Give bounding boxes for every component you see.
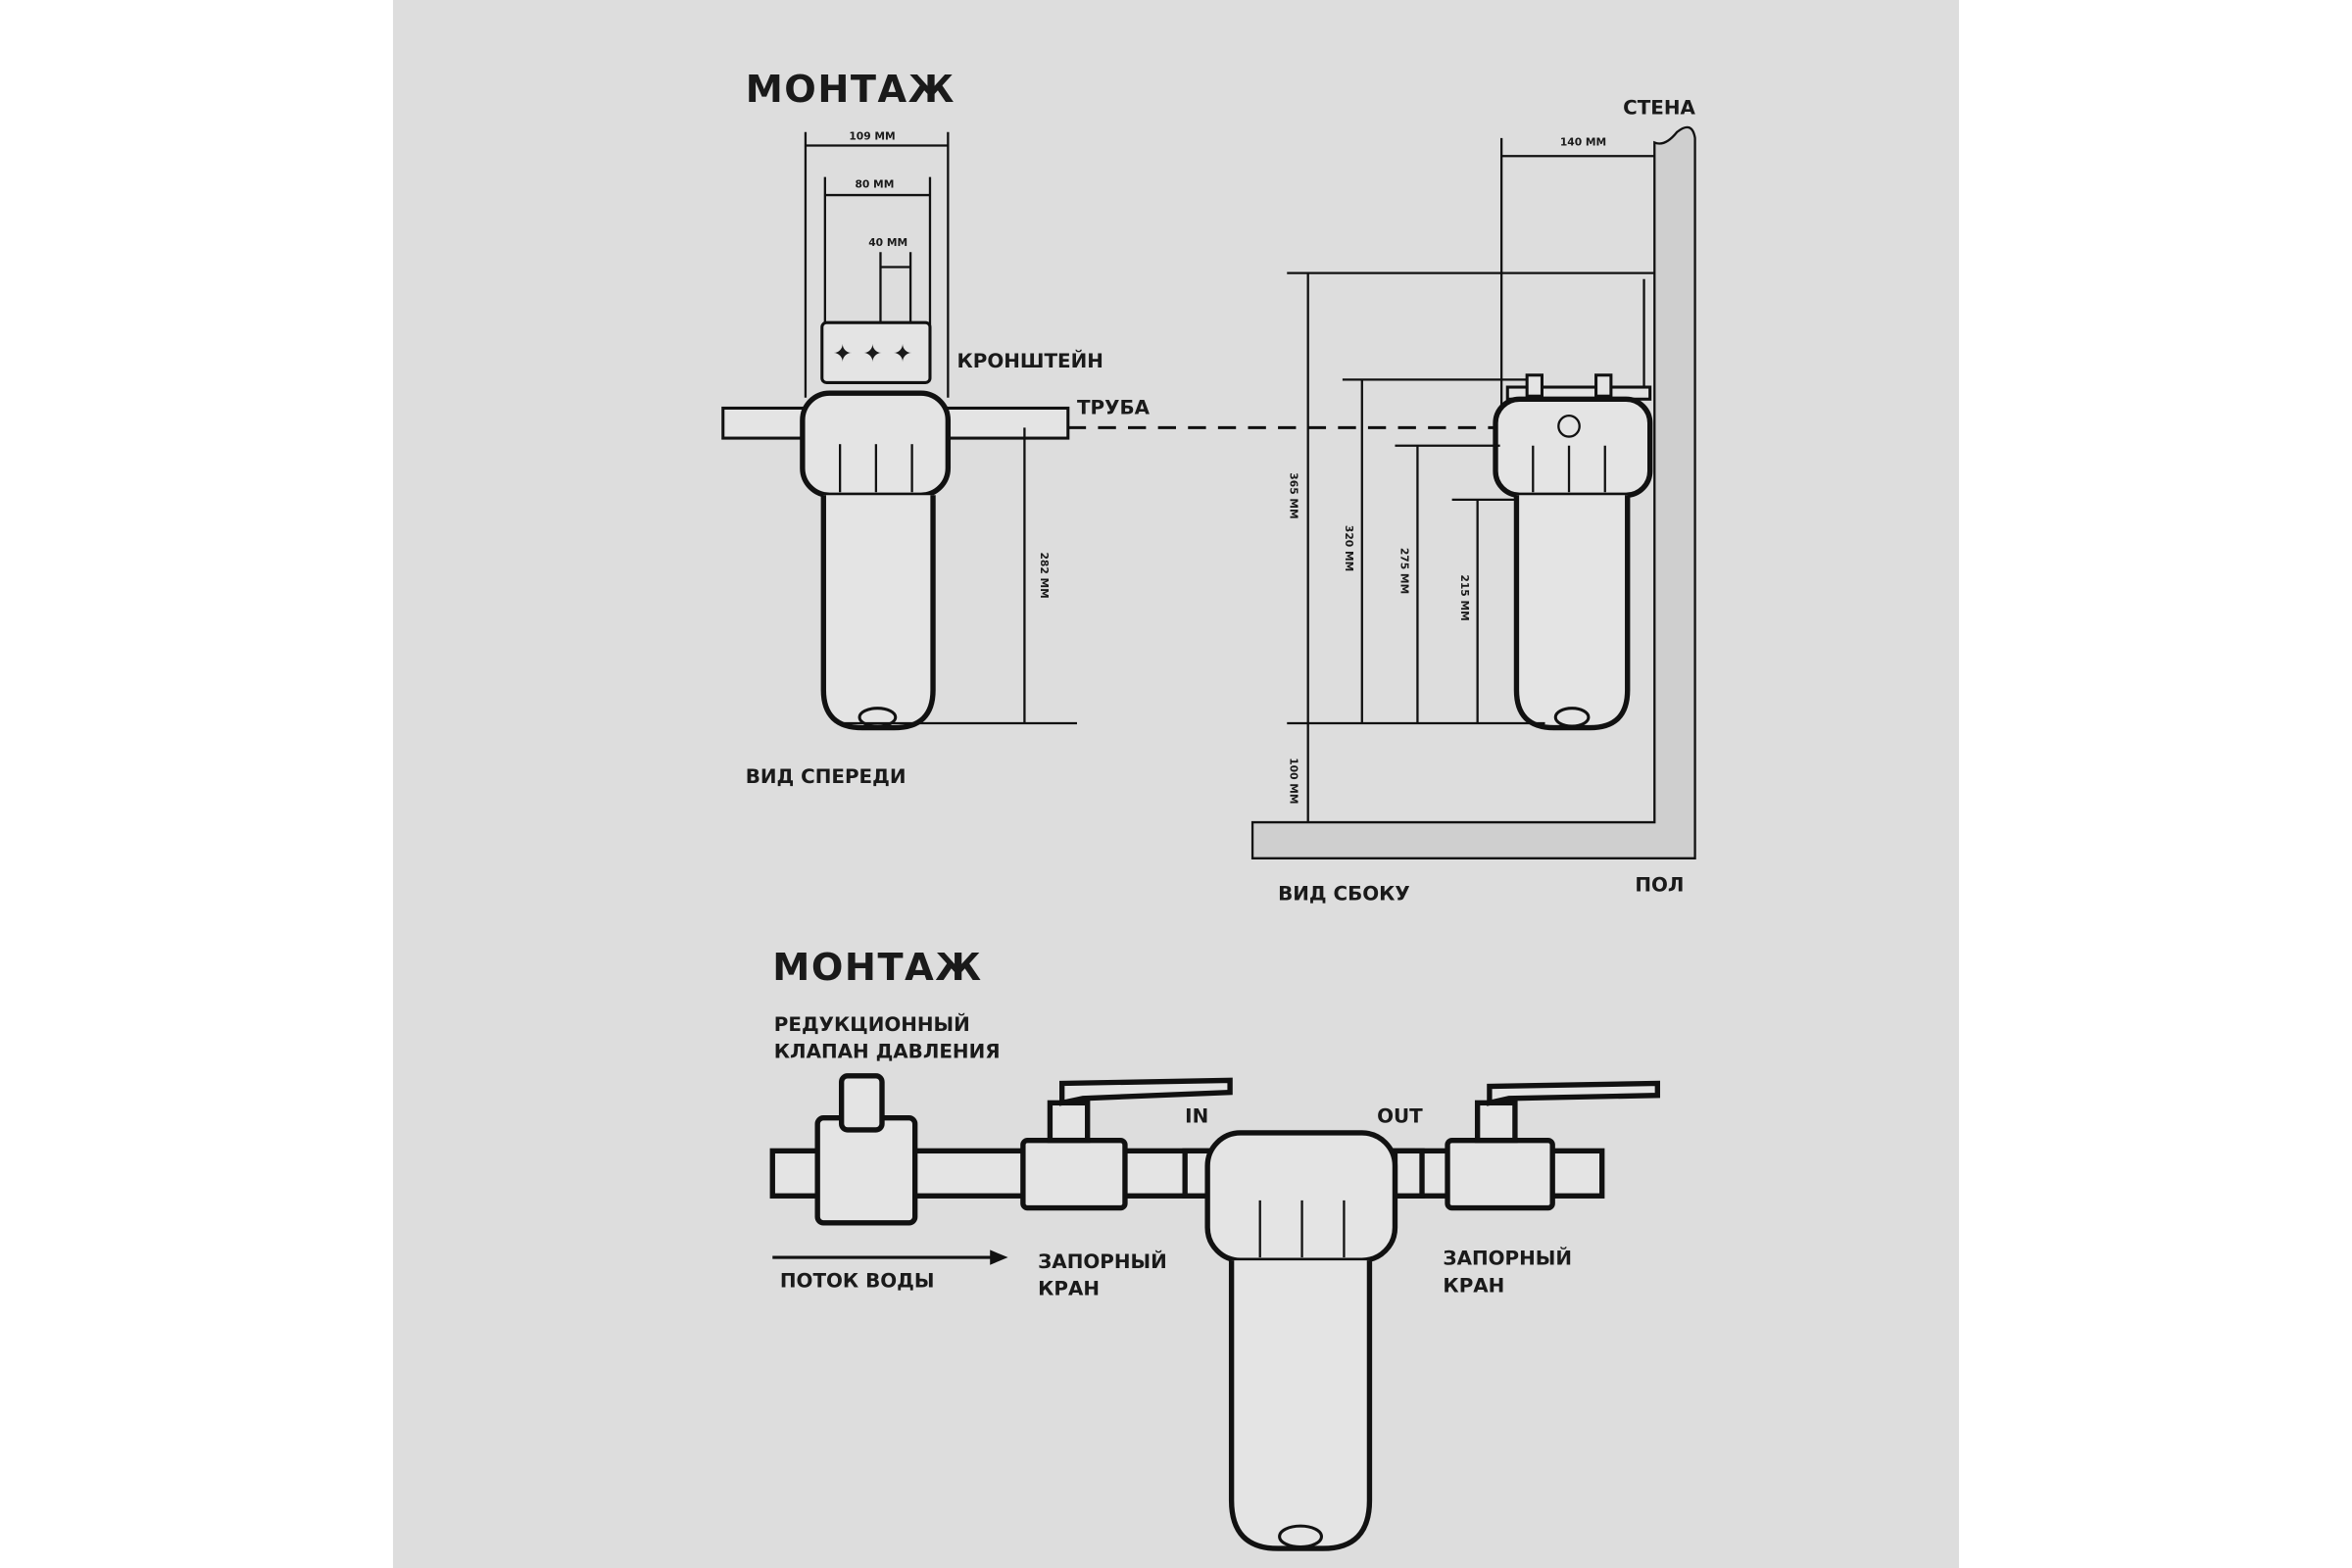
side-filter-bowl bbox=[1513, 495, 1631, 731]
bottom-title: МОНТАЖ bbox=[772, 946, 982, 990]
bracket bbox=[820, 320, 932, 384]
valve2-label-1: ЗАПОРНЫЙ bbox=[1443, 1248, 1572, 1270]
dim-100: 100 ММ bbox=[1287, 758, 1299, 804]
front-view-label: ВИД СПЕРЕДИ bbox=[746, 765, 906, 788]
floor-label: ПОЛ bbox=[1635, 873, 1684, 896]
valve1-label-2: КРАН bbox=[1038, 1277, 1100, 1299]
side-filter-head bbox=[1493, 396, 1653, 498]
dim-215: 215 ММ bbox=[1458, 574, 1471, 620]
flow-label: ПОТОК ВОДЫ bbox=[780, 1270, 935, 1293]
dim-40: 40 ММ bbox=[868, 236, 907, 249]
reducer-label-2: КЛАПАН ДАВЛЕНИЯ bbox=[774, 1040, 1001, 1062]
side-view: СТЕНА 140 ММ 365 ММ 320 ММ 275 ММ 215 ММ… bbox=[1250, 96, 1696, 906]
out-label: OUT bbox=[1377, 1104, 1423, 1127]
shutoff-valve-out bbox=[1445, 1080, 1661, 1211]
wall-label: СТЕНА bbox=[1623, 96, 1695, 119]
dim-365: 365 ММ bbox=[1287, 472, 1299, 518]
bracket-hole-icon: ✦ bbox=[832, 339, 853, 368]
reducer-label-1: РЕДУКЦИОННЫЙ bbox=[774, 1013, 970, 1036]
in-label: IN bbox=[1185, 1104, 1208, 1127]
dim-275: 275 ММ bbox=[1398, 548, 1411, 594]
dim-109: 109 ММ bbox=[849, 129, 895, 142]
dim-80: 80 ММ bbox=[855, 177, 894, 190]
dim-320: 320 ММ bbox=[1343, 525, 1355, 571]
valve1-label-1: ЗАПОРНЫЙ bbox=[1038, 1250, 1167, 1273]
bracket-label: КРОНШТЕЙН bbox=[957, 350, 1103, 372]
pipe-label: ТРУБА bbox=[1077, 397, 1151, 419]
dim-282: 282 ММ bbox=[1038, 552, 1051, 598]
dim-140: 140 ММ bbox=[1560, 136, 1606, 149]
filter-bowl-bottom bbox=[1228, 1260, 1373, 1551]
bracket-hole-icon: ✦ bbox=[893, 339, 913, 368]
bracket-hole-icon: ✦ bbox=[862, 339, 883, 368]
installation-scheme: МОНТАЖ РЕДУКЦИОННЫЙ КЛАПАН ДАВЛЕНИЯ IN O… bbox=[769, 946, 1661, 1551]
reducer-knob bbox=[838, 1073, 885, 1133]
front-view: 109 ММ 80 ММ 40 ММ ✦ ✦ ✦ КРОНШТЕЙН ТРУБА… bbox=[721, 129, 1151, 788]
valve2-label-2: КРАН bbox=[1443, 1274, 1504, 1297]
pressure-reducer bbox=[814, 1114, 918, 1226]
shutoff-valve-in bbox=[1020, 1077, 1233, 1211]
filter-bowl bbox=[820, 495, 936, 731]
wall-floor bbox=[1250, 125, 1696, 859]
top-title: МОНТАЖ bbox=[746, 68, 956, 112]
side-view-label: ВИД СБОКУ bbox=[1278, 883, 1410, 906]
page-background bbox=[393, 0, 1959, 1568]
